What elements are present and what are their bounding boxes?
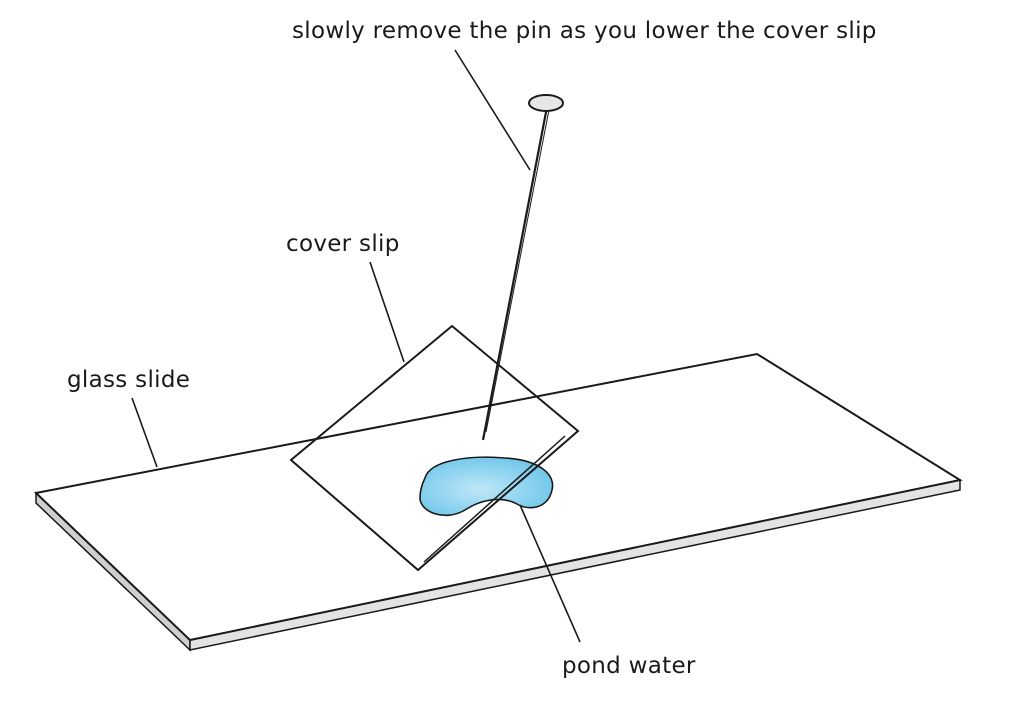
cover-slip-edge (423, 435, 566, 563)
pin-shaft-highlight (485, 109, 550, 433)
pond-water-label: pond water (562, 653, 696, 679)
glass-slide (33, 352, 963, 652)
glass-slide-label: glass slide (67, 367, 190, 393)
cover-slip (289, 324, 580, 572)
pin (481, 94, 564, 441)
cover-slip-label: cover slip (286, 231, 400, 257)
instruction-label: slowly remove the pin as you lower the c… (292, 18, 877, 44)
pin-head (528, 94, 564, 112)
cover-slip-leader-line (369, 261, 405, 363)
glass-slide-leader-line (131, 397, 158, 468)
instruction-leader-line (454, 49, 531, 171)
pond-water-drop (419, 456, 554, 517)
cover-slip-outline (289, 324, 580, 572)
pin-shaft (481, 106, 549, 441)
pond-water-leader-line (519, 504, 581, 643)
